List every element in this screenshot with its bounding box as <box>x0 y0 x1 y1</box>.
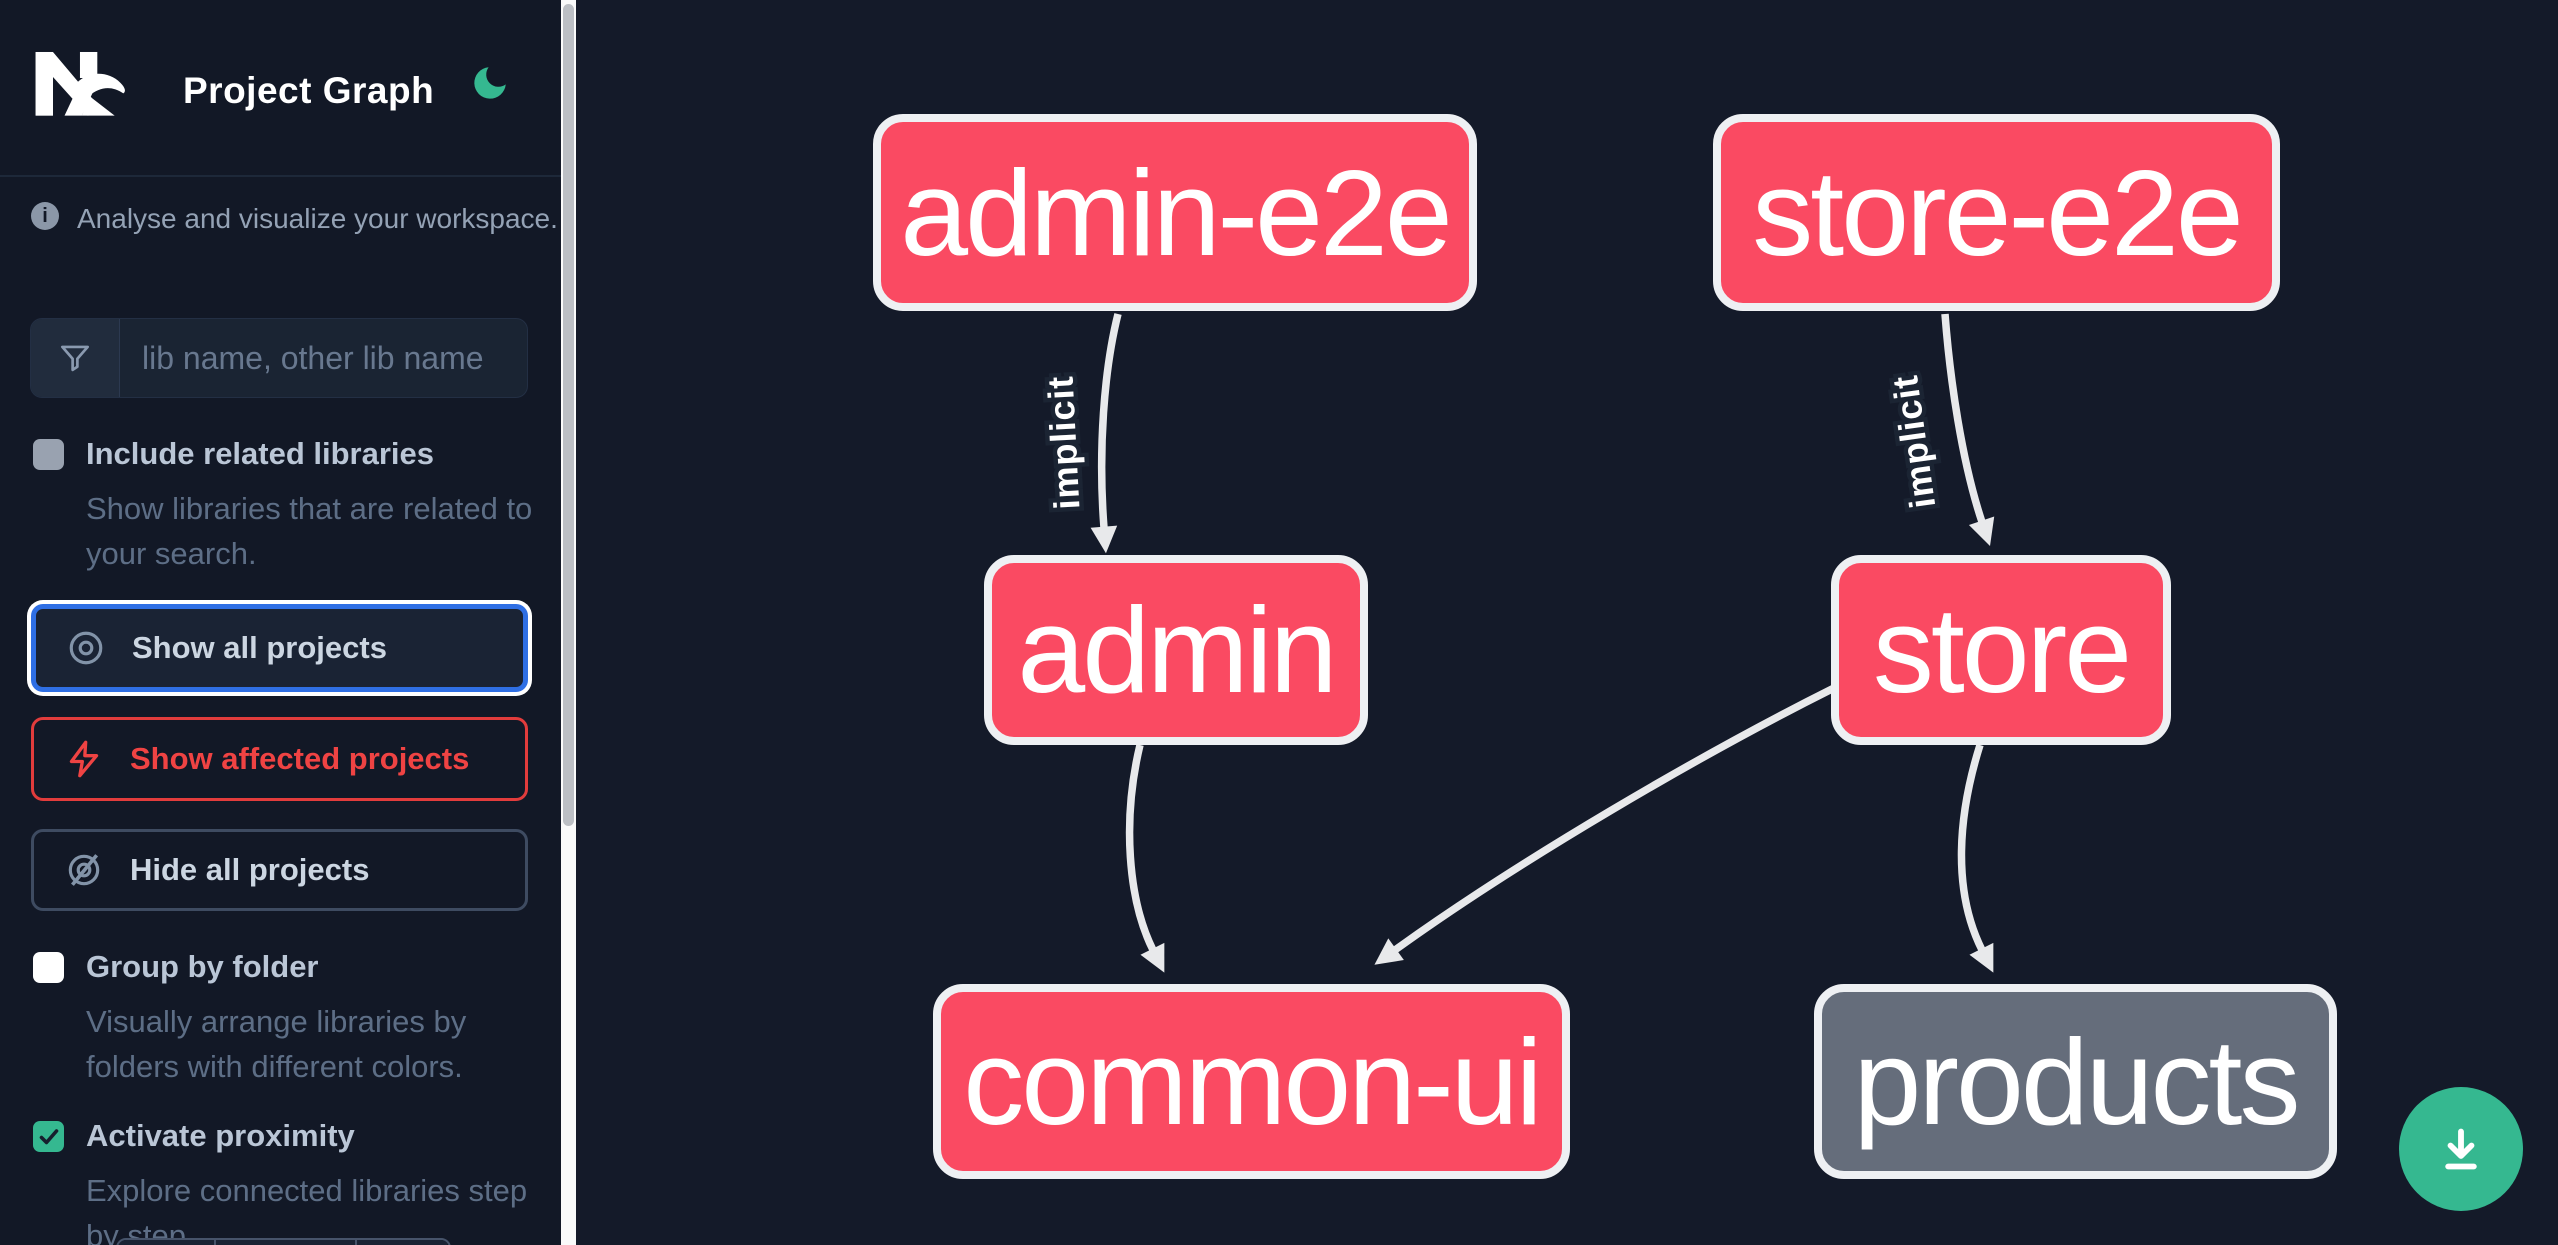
download-image-button[interactable] <box>2399 1087 2523 1211</box>
proximity-depth-stepper <box>116 1238 451 1245</box>
graph-node-products[interactable]: products <box>1814 984 2337 1179</box>
option-description: Show libraries that are related to your … <box>86 491 533 572</box>
edge-admin-to-common-ui <box>1125 744 1165 973</box>
checkmark-icon <box>39 1128 58 1144</box>
download-icon <box>2445 1128 2477 1170</box>
page-title: Project Graph <box>183 70 435 111</box>
graph-node-admin-e2e[interactable]: admin-e2e <box>873 114 1477 311</box>
button-label: Show affected projects <box>130 741 470 776</box>
edge-store-to-products <box>1957 743 1994 973</box>
option-label[interactable]: Include related libraries <box>86 436 435 471</box>
sidebar-scrollbar-track <box>561 0 576 1245</box>
option-description: Visually arrange libraries by folders wi… <box>86 1004 467 1085</box>
node-label: admin <box>1017 582 1337 718</box>
theme-toggle-button[interactable] <box>462 56 518 112</box>
nx-logo-icon <box>35 51 125 116</box>
edge-label-implicit: implicit <box>1884 373 1943 511</box>
graph-node-store[interactable]: store <box>1831 555 2171 745</box>
edge-store-e2e-to-store <box>1941 313 1995 547</box>
option-label[interactable]: Group by folder <box>86 949 319 984</box>
button-label: Hide all projects <box>130 852 370 887</box>
node-label: store-e2e <box>1752 144 2243 281</box>
bolt-icon <box>69 740 99 778</box>
moon-icon <box>474 66 506 99</box>
edge-store-to-common-ui <box>1374 684 1836 965</box>
stepper-value <box>214 1240 355 1245</box>
group-by-folder-checkbox[interactable] <box>33 952 64 983</box>
node-label: common-ui <box>963 1013 1542 1150</box>
node-label: store <box>1872 582 2132 718</box>
graph-edges-layer: implicit implicit <box>1035 313 1995 973</box>
stepper-decrement[interactable] <box>118 1240 214 1245</box>
graph-canvas[interactable]: implicit implicit admin-e2e store-e2e ad… <box>576 0 2558 1245</box>
edge-label-implicit: implicit <box>1040 375 1088 511</box>
eye-icon <box>69 631 103 665</box>
search-input[interactable] <box>120 319 527 397</box>
info-icon: i <box>31 202 59 230</box>
search-box <box>30 318 528 398</box>
option-include-related-libraries: Include related libraries Show libraries… <box>33 436 538 577</box>
sidebar: Project Graph i Analyse and visualize yo… <box>0 0 561 1245</box>
show-affected-projects-button[interactable]: Show affected projects <box>31 717 528 801</box>
edge-admin-e2e-to-admin <box>1090 313 1122 554</box>
stepper-increment[interactable] <box>355 1240 447 1245</box>
graph-node-common-ui[interactable]: common-ui <box>933 984 1570 1179</box>
graph-node-store-e2e[interactable]: store-e2e <box>1713 114 2280 311</box>
sidebar-header: Project Graph <box>0 0 561 177</box>
option-group-by-folder: Group by folder Visually arrange librari… <box>33 949 538 1090</box>
node-label: products <box>1853 1013 2301 1150</box>
option-activate-proximity: Activate proximity Explore connected lib… <box>33 1118 538 1245</box>
graph-node-admin[interactable]: admin <box>984 555 1368 745</box>
button-label: Show all projects <box>132 630 387 665</box>
show-all-projects-button[interactable]: Show all projects <box>31 604 528 692</box>
option-description: Explore connected libraries step by step… <box>86 1173 528 1245</box>
include-related-libraries-checkbox[interactable] <box>33 439 64 470</box>
sidebar-scrollbar-thumb[interactable] <box>563 4 574 826</box>
option-label[interactable]: Activate proximity <box>86 1118 355 1153</box>
hide-all-projects-button[interactable]: Hide all projects <box>31 829 528 911</box>
activate-proximity-checkbox[interactable] <box>33 1121 64 1152</box>
tagline-text: Analyse and visualize your workspace. <box>77 203 558 234</box>
node-label: admin-e2e <box>900 144 1452 281</box>
funnel-icon <box>31 319 120 397</box>
eye-off-icon <box>68 854 100 886</box>
